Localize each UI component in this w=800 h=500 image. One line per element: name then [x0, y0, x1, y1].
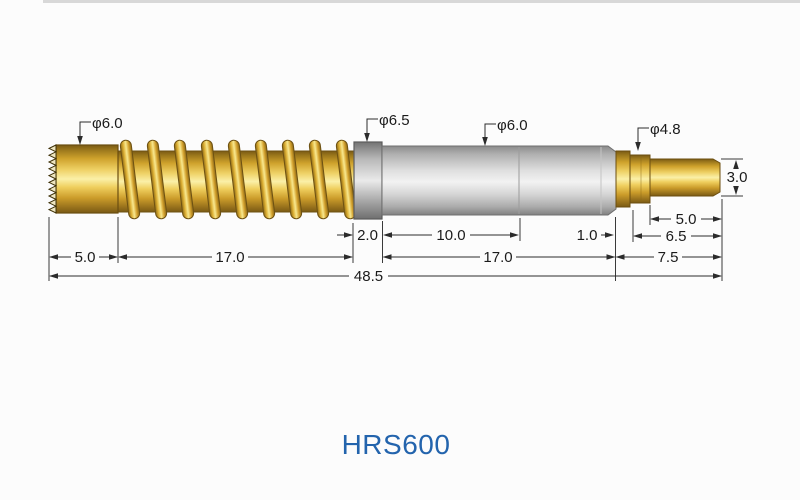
dim-spring-length: 17.0	[215, 249, 244, 266]
dim-tip-length: 5.0	[676, 211, 697, 228]
dim-collar-diameter: φ6.5	[379, 112, 410, 129]
dim-plunger-length: 6.5	[666, 228, 687, 245]
spring-coil	[281, 139, 303, 220]
dim-head-length: 5.0	[75, 249, 96, 266]
dim-right-section-length: 7.5	[658, 249, 679, 266]
model-title: HRS600	[342, 429, 451, 460]
leader-line	[484, 123, 496, 138]
dim-barrel-end-length: 1.0	[577, 227, 598, 244]
leader-arrow	[77, 136, 83, 145]
spring-coil	[335, 139, 357, 220]
dim-flange-diameter: φ4.8	[650, 121, 681, 138]
plunger-flange	[615, 150, 631, 208]
plunger-tip	[649, 158, 721, 197]
dim-barrel-diameter: φ6.0	[497, 117, 528, 134]
spring-coil	[200, 139, 222, 220]
spring-coil	[173, 139, 195, 220]
spring-coil	[146, 139, 168, 220]
leader-line	[79, 121, 91, 137]
spring-coil	[119, 139, 141, 220]
dim-head-diameter: φ6.0	[92, 115, 123, 132]
leader-line	[637, 127, 649, 143]
dim-overall-length: 48.5	[354, 268, 383, 285]
dim-collar-length: 2.0	[357, 227, 378, 244]
dimension-annotations: 3.0 5.0 2.0 10.0 1.0 6.5 5.0 1	[49, 160, 747, 285]
spring-coil	[227, 139, 249, 220]
spring	[119, 139, 357, 220]
leader-arrow	[635, 142, 641, 151]
dim-barrel-front-length: 10.0	[436, 227, 465, 244]
pogo-pin-drawing	[47, 139, 721, 220]
probe-head	[55, 144, 119, 214]
leader-arrow	[482, 137, 488, 146]
leader-line	[366, 118, 378, 134]
serrated-crown	[47, 144, 58, 214]
spring-coil	[308, 139, 330, 220]
collar	[353, 141, 383, 220]
top-border-strip	[43, 0, 800, 3]
leader-arrow	[364, 133, 370, 142]
diameter-callouts: φ6.0 φ6.5 φ6.0 φ4.8	[77, 112, 681, 151]
extension-lines	[48, 158, 743, 281]
dim-tip-height: 3.0	[727, 169, 748, 186]
spring-coil	[254, 139, 276, 220]
plunger-step	[629, 154, 651, 204]
dim-barrel-length: 17.0	[483, 249, 512, 266]
barrel	[381, 145, 617, 216]
